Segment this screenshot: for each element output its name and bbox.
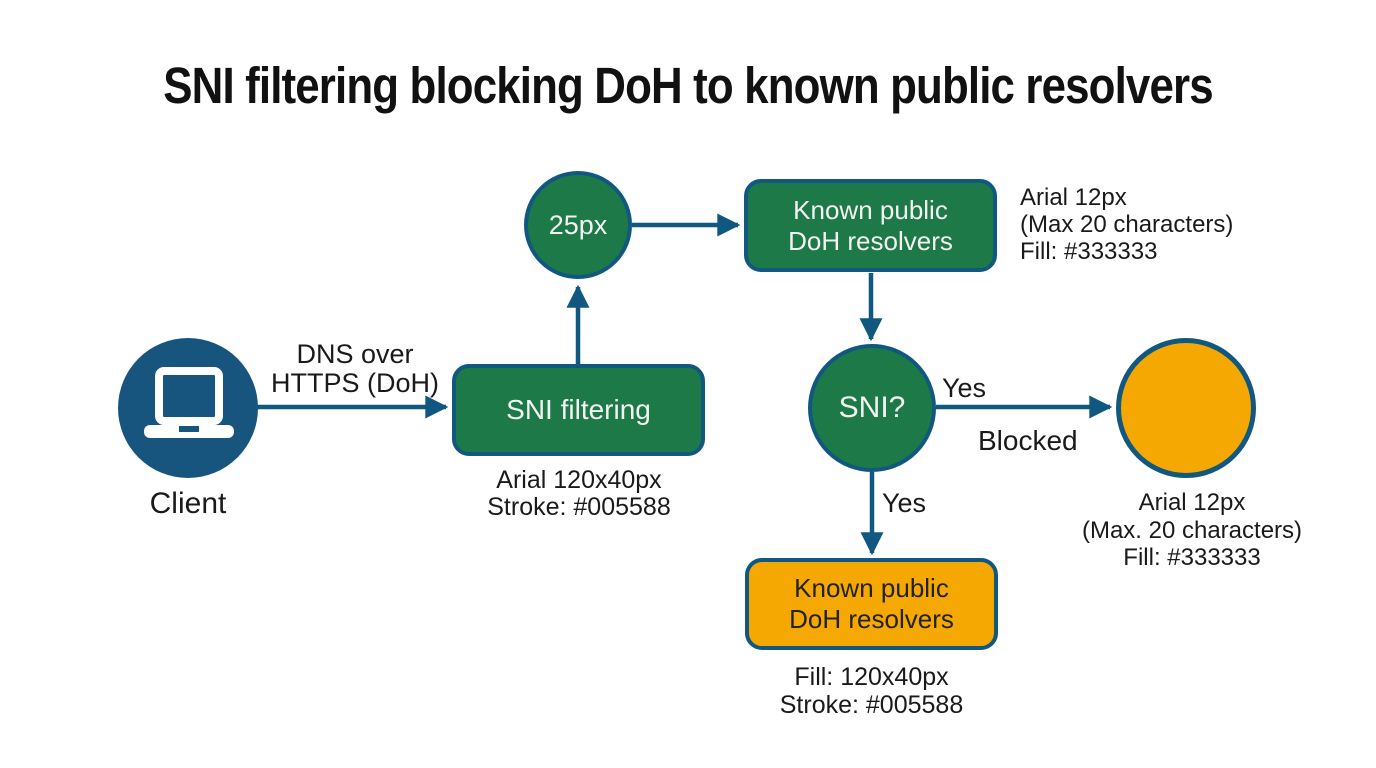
green-annotation-line2: (Max 20 characters)	[1020, 211, 1234, 238]
doh-resolvers-orange-node: Known public DoH resolvers	[745, 558, 998, 650]
green-annotation-line1: Arial 12px	[1020, 184, 1127, 211]
blocked-circle-annotation: Arial 12px (Max. 20 characters) Fill: #3…	[1076, 489, 1308, 572]
blocked-annotation-line3: Fill: #333333	[1123, 544, 1261, 571]
edge-label-doh: DNS over HTTPS (DoH)	[265, 340, 445, 398]
edge-label-yes-down: Yes	[882, 488, 927, 518]
doh-resolvers-orange-caption: Fill: 120x40px Stroke: #005588	[745, 663, 998, 719]
laptop-icon	[144, 367, 234, 438]
size-circle-node: 25px	[524, 171, 632, 279]
doh-resolvers-orange-line1: Known public	[794, 573, 949, 603]
client-label: Client	[149, 487, 227, 520]
doh-resolvers-green-annotation: Arial 12px (Max 20 characters) Fill: #33…	[1020, 184, 1233, 265]
blocked-annotation-line1: Arial 12px	[1138, 489, 1246, 516]
green-annotation-line3: Fill: #333333	[1020, 238, 1158, 265]
doh-resolvers-orange-line2: DoH resolvers	[789, 604, 954, 634]
client-node	[118, 338, 258, 478]
sni-decision-node: SNI?	[808, 344, 936, 472]
edge-label-blocked: Blocked	[978, 425, 1078, 456]
orange-caption-line2: Stroke: #005588	[779, 691, 964, 719]
blocked-annotation-line2: (Max. 20 characters)	[1081, 516, 1303, 544]
doh-resolvers-green-line2: DoH resolvers	[788, 225, 953, 256]
edge-label-yes-right: Yes	[942, 373, 987, 403]
blocked-circle-node	[1116, 338, 1256, 478]
sni-filtering-caption-line2: Stroke: #005588	[487, 493, 671, 521]
diagram-title: SNI filtering blocking DoH to known publ…	[163, 57, 1213, 114]
edge-label-doh-line1: DNS over	[296, 339, 414, 369]
sni-filtering-node: SNI filtering	[452, 364, 705, 456]
sni-filtering-caption-line1: Arial 120x40px	[496, 466, 662, 494]
sni-filtering-caption: Arial 120x40px Stroke: #005588	[440, 467, 718, 521]
doh-resolvers-green-line1: Known public	[793, 194, 948, 225]
orange-caption-line1: Fill: 120x40px	[794, 663, 949, 691]
edge-label-doh-line2: HTTPS (DoH)	[271, 368, 439, 398]
doh-resolvers-green-node: Known public DoH resolvers	[744, 179, 997, 272]
